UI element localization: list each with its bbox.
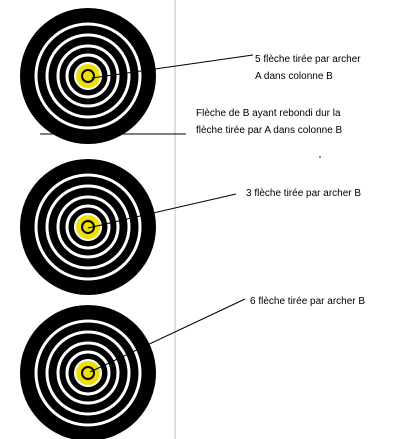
annotation-3-line-1: 3 flèche tirée par archer B: [246, 188, 361, 199]
target-bottom: [20, 305, 156, 439]
annotation-1-line-2: A dans colonne B: [255, 71, 333, 82]
annotation-1-line-1: 5 flèche tirée par archer: [255, 54, 361, 65]
stray-dot: [319, 156, 321, 158]
arrow-line-label-4: [89, 298, 246, 373]
annotation-2-line-2: flèche tirée par A dans colonne B: [196, 125, 343, 136]
target-top-gold: [74, 62, 102, 90]
annotation-2-line-1: Flèche de B ayant rebondi dur la: [196, 108, 341, 119]
arrow-line-label-3: [87, 193, 237, 229]
annotation-4-line-1: 6 flèche tirée par archer B: [250, 296, 365, 307]
target-middle-gold: [74, 213, 102, 241]
target-top: [20, 8, 156, 144]
target-bottom-gold: [74, 359, 102, 387]
arrow-line-label-1: [91, 54, 254, 79]
target-middle: [20, 159, 156, 295]
